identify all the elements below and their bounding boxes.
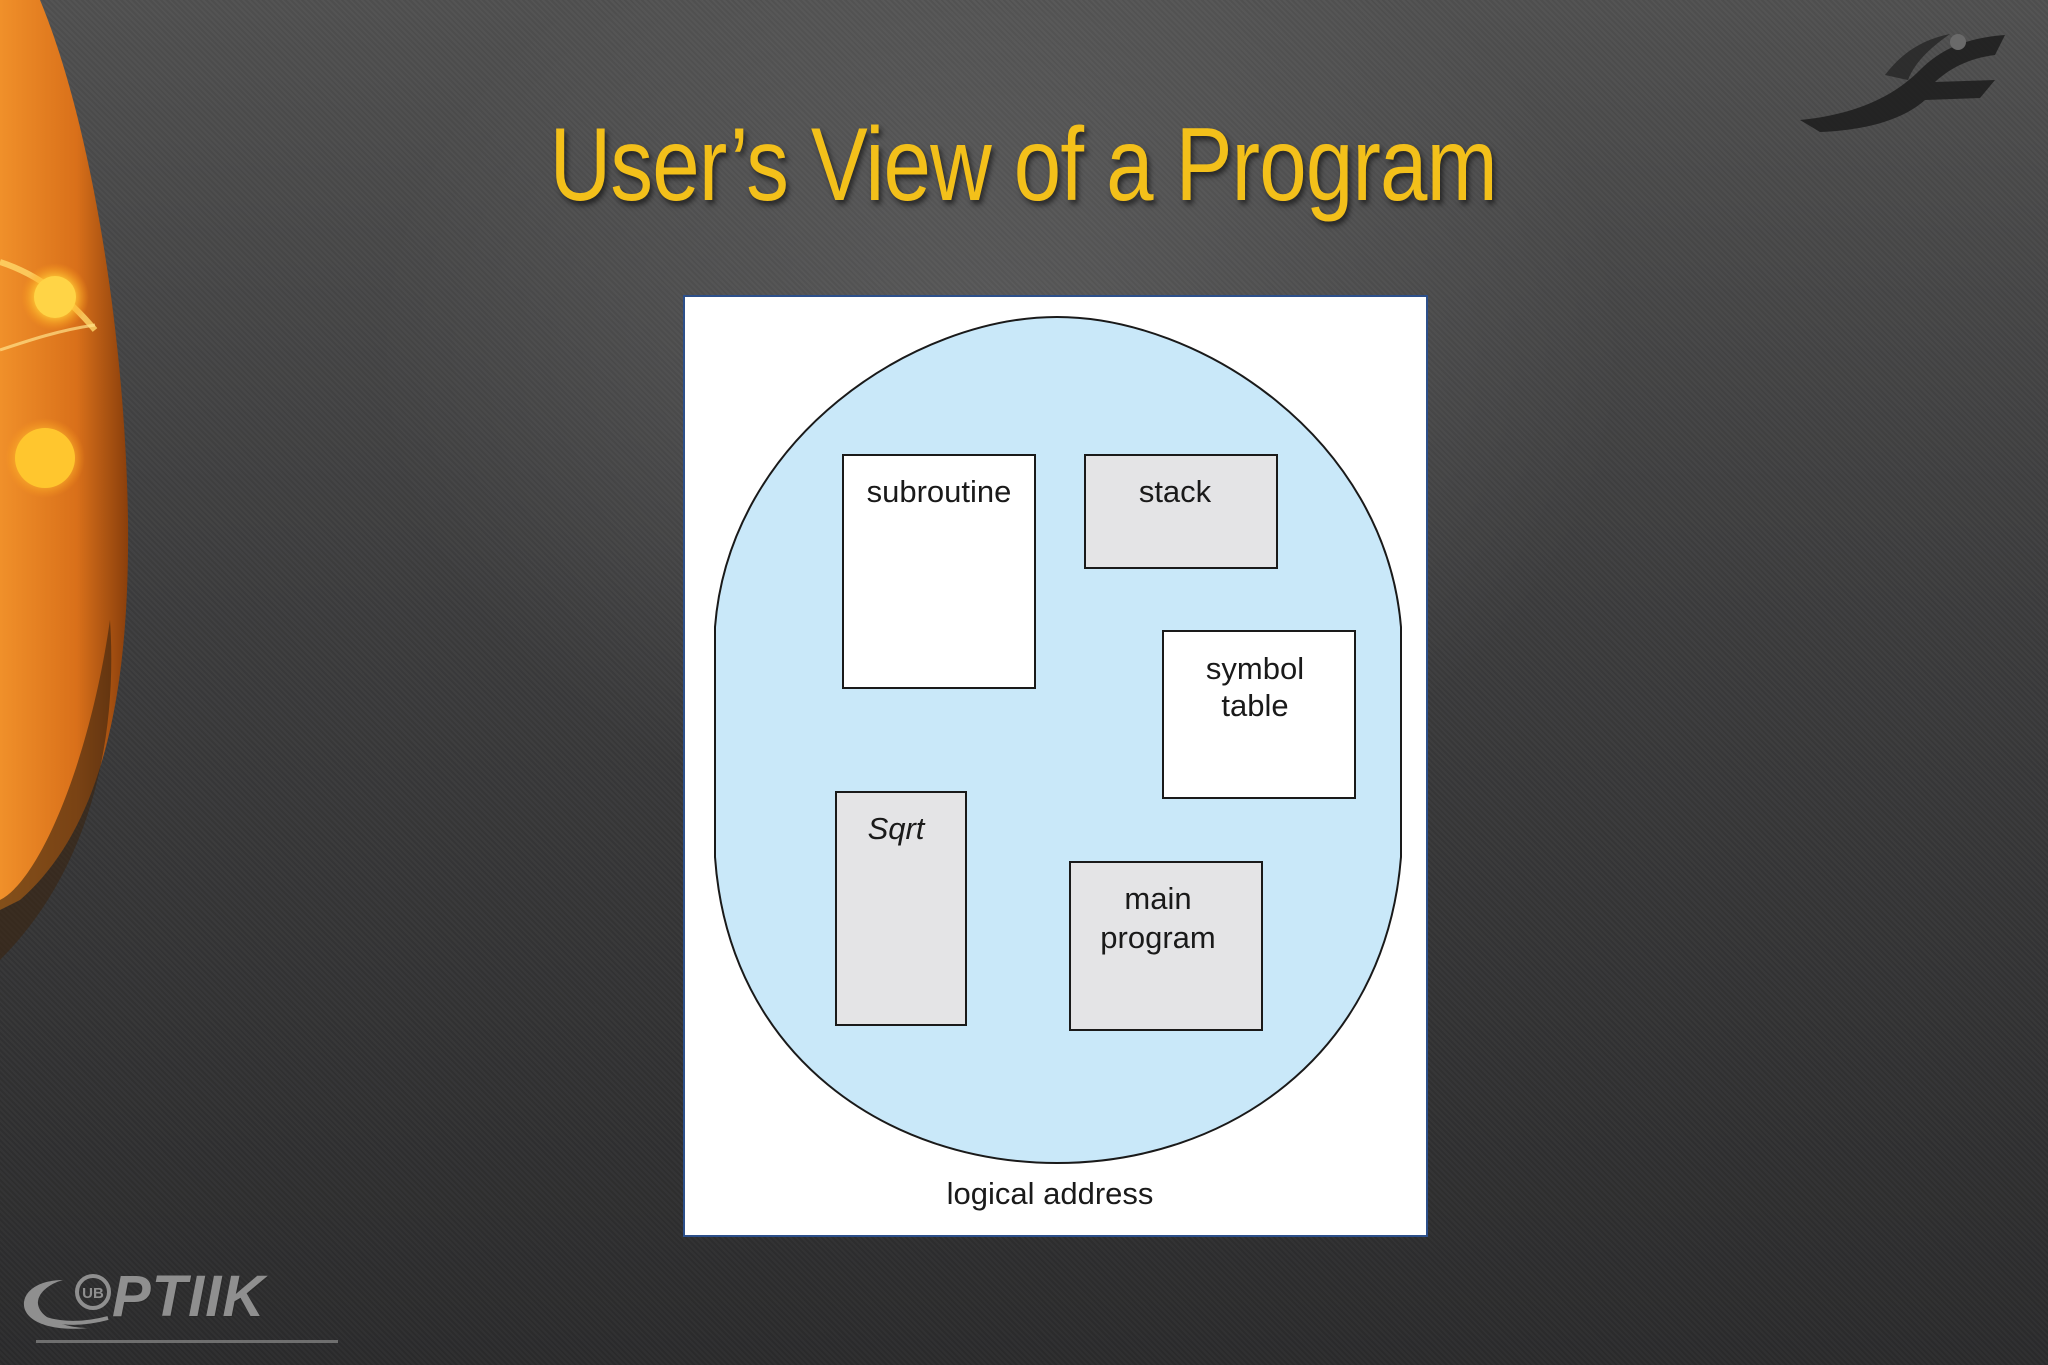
figure-caption: logical address [947, 1176, 1154, 1211]
segment-subroutine: subroutine [842, 454, 1036, 689]
footer-brand: PTIIK [112, 1264, 266, 1329]
segment-label: main [1124, 881, 1191, 916]
segment-stack: stack [1084, 454, 1278, 569]
segment-label: symbol [1206, 651, 1304, 686]
segment-sqrt: Sqrt [835, 791, 967, 1026]
segment-label: stack [1139, 474, 1212, 509]
segment-label: subroutine [867, 474, 1012, 509]
slide-title: User’s View of a Program [549, 107, 1498, 223]
segment-label: Sqrt [868, 811, 926, 846]
university-emblem-icon [1800, 34, 2005, 132]
ptiik-logo-icon: UB [23, 1274, 338, 1343]
segment-symbol-table: symbol table [1162, 630, 1356, 799]
emblem-text: UB [82, 1285, 104, 1302]
address-space-diagram: subroutine stack symbol table Sqrt m [714, 315, 1402, 1211]
segment-label: table [1221, 688, 1288, 723]
logical-address-figure: subroutine stack symbol table Sqrt m [683, 295, 1428, 1237]
orange-swoosh-decoration [0, 0, 129, 960]
segment-label: program [1100, 920, 1215, 955]
segment-main-program: main program [1069, 861, 1263, 1031]
